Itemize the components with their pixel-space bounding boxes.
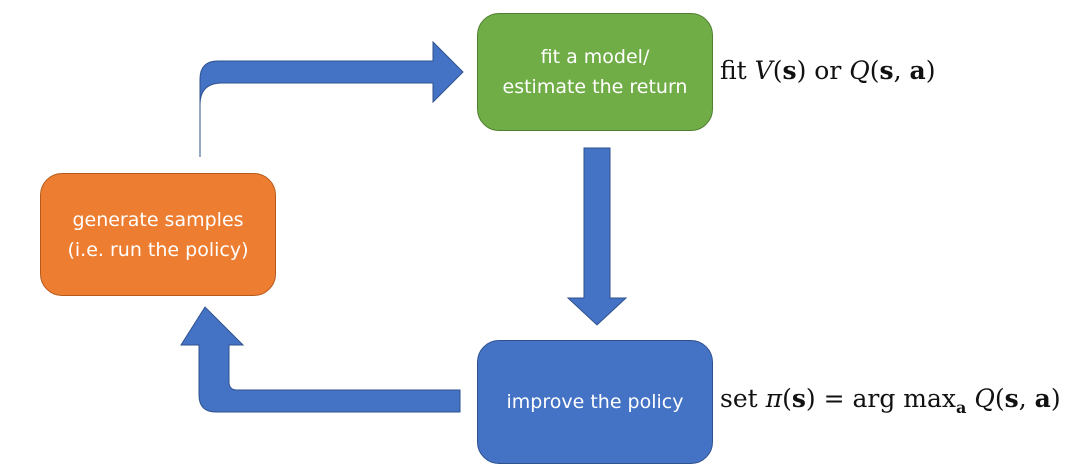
improve-policy-label: improve the policy [506,391,684,413]
arrow-generate-to-fit [199,40,464,157]
improve-annotation: set π(s) = arg maxa Q(s, a) [720,384,1061,417]
improve-policy-box: improve the policy [477,340,713,464]
fit-model-label: fit a model/ estimate the return [502,46,688,98]
generate-samples-label: generate samples (i.e. run the policy) [67,208,249,261]
generate-samples-box: generate samples (i.e. run the policy) [40,173,276,296]
arrow-improve-to-generate [180,306,461,413]
fit-model-box: fit a model/ estimate the return [477,13,713,131]
fit-annotation: fit V(s) or Q(s, a) [720,56,936,85]
arrow-fit-to-improve [566,147,628,326]
